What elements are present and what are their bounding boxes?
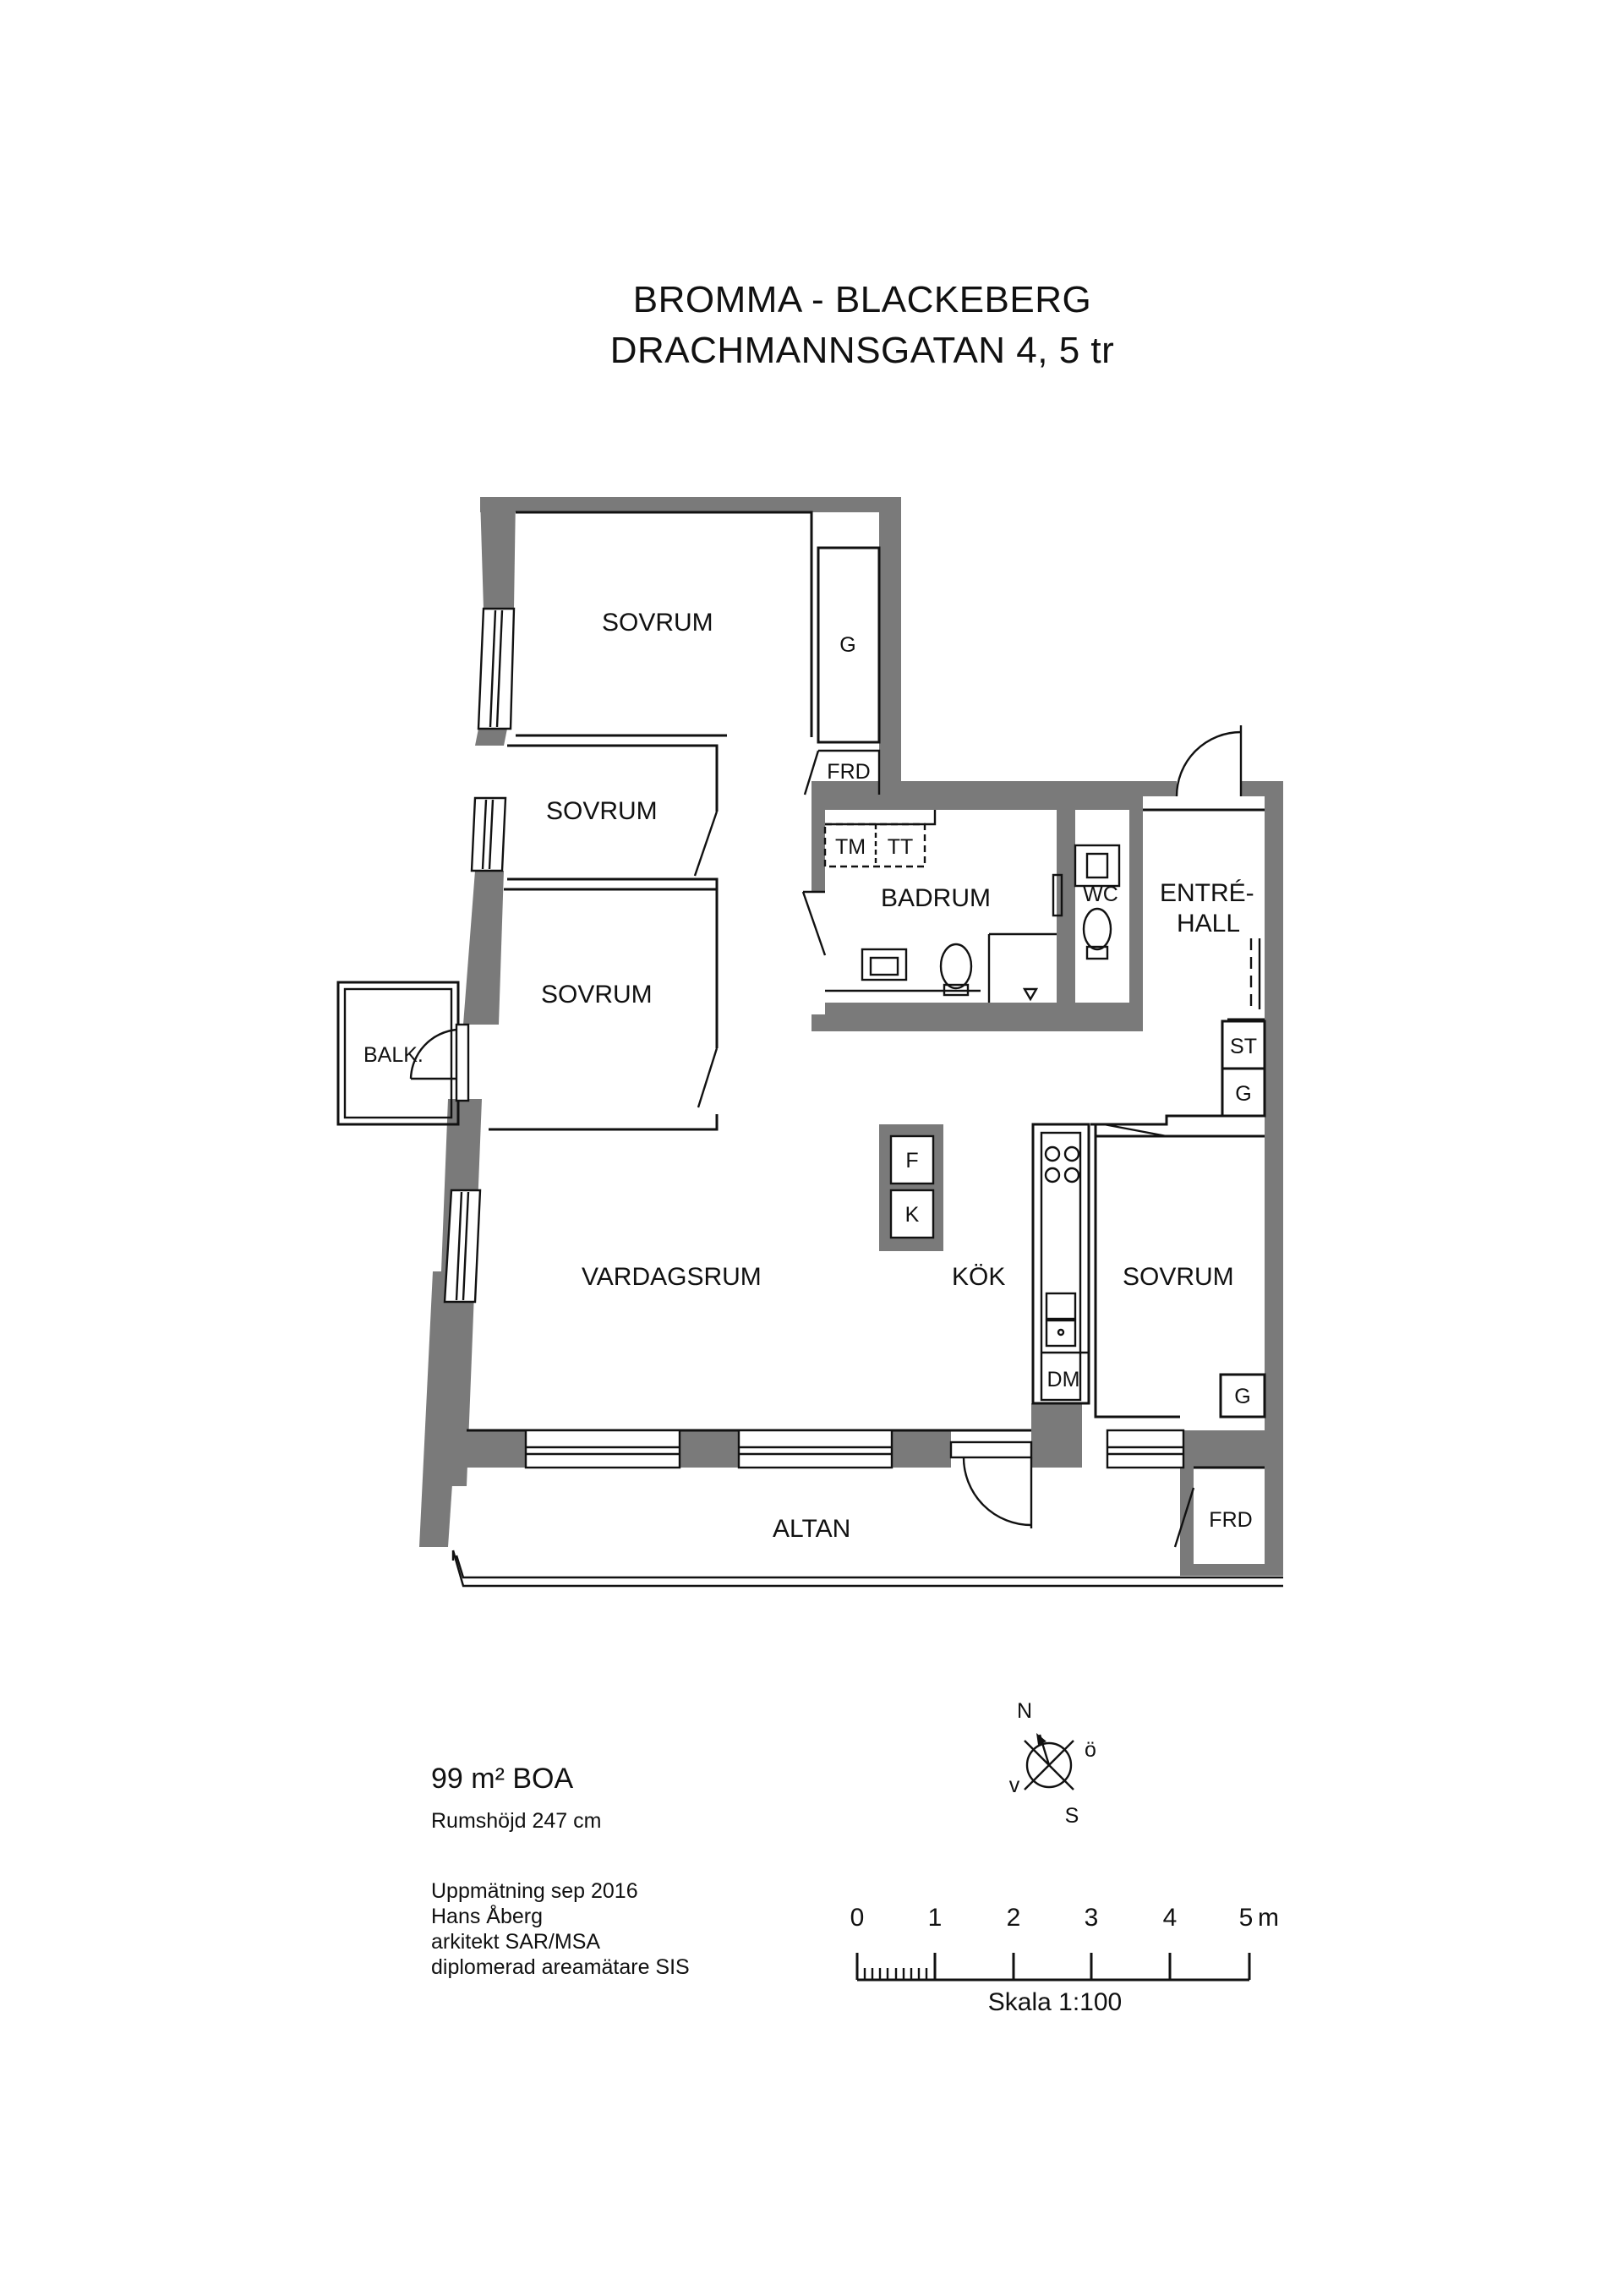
exterior-walls — [419, 497, 1283, 1576]
scale-tick-2: 2 — [1007, 1904, 1021, 1932]
label-balk: BALK. — [363, 1043, 424, 1067]
label-g-right: G — [1234, 1385, 1250, 1408]
plan-title-address: DRACHMANNSGATAN 4, 5 tr — [609, 330, 1115, 371]
label-sovrum-right: SOVRUM — [1123, 1263, 1234, 1291]
label-f: F — [905, 1149, 918, 1173]
certification: diplomerad areamätare SIS — [431, 1955, 690, 1979]
measured-date: Uppmätning sep 2016 — [431, 1879, 638, 1903]
scale-tick-1: 1 — [928, 1904, 943, 1932]
label-sovrum-top: SOVRUM — [602, 609, 713, 637]
scale-bar: 0 1 2 3 4 5 m Skala 1:100 — [850, 1904, 1279, 2016]
label-badrum: BADRUM — [881, 884, 991, 912]
scale-tick-4: 4 — [1163, 1904, 1178, 1932]
label-sovrum-2: SOVRUM — [546, 797, 658, 825]
label-frd-top: FRD — [827, 760, 870, 784]
room-height: Rumshöjd 247 cm — [431, 1809, 602, 1833]
label-g-hall: G — [1235, 1082, 1251, 1106]
label-frd-bottom: FRD — [1209, 1508, 1252, 1532]
compass-n: N — [1017, 1699, 1032, 1723]
compass-rose: N ö v S — [1009, 1699, 1096, 1828]
compass-o: ö — [1085, 1738, 1096, 1762]
scale-tick-5: 5 — [1239, 1904, 1254, 1932]
label-tt: TT — [888, 835, 914, 859]
scale-unit: m — [1258, 1904, 1279, 1932]
label-altan: ALTAN — [773, 1515, 850, 1543]
label-st: ST — [1230, 1035, 1257, 1058]
compass-v: v — [1009, 1774, 1020, 1797]
label-sovrum-3: SOVRUM — [541, 981, 653, 1009]
architect-title: arkitekt SAR/MSA — [431, 1930, 601, 1954]
label-g-top: G — [839, 633, 855, 657]
room-labels: SOVRUM G FRD SOVRUM TM TT BADRUM WC ENTR… — [363, 609, 1257, 1543]
label-vardagsrum: VARDAGSRUM — [582, 1263, 762, 1291]
scale-tick-0: 0 — [850, 1904, 865, 1932]
label-wc: WC — [1083, 883, 1118, 906]
measurement-credits: Uppmätning sep 2016 Hans Åberg arkitekt … — [431, 1878, 690, 1980]
label-tm: TM — [835, 835, 866, 859]
interior-walls — [336, 511, 1283, 1588]
scale-caption: Skala 1:100 — [988, 1988, 1122, 2016]
label-dm: DM — [1047, 1368, 1080, 1391]
compass-s: S — [1065, 1804, 1079, 1828]
label-k: K — [905, 1203, 920, 1227]
plan-title-area: BROMMA - BLACKEBERG — [632, 279, 1092, 320]
scale-subticks — [863, 1968, 928, 1980]
scale-tick-3: 3 — [1085, 1904, 1099, 1932]
architect-name: Hans Åberg — [431, 1905, 544, 1928]
label-kok: KÖK — [952, 1263, 1005, 1291]
label-entre-2: HALL — [1177, 910, 1240, 938]
area-boa: 99 m² BOA — [431, 1763, 574, 1795]
label-entre-1: ENTRÉ- — [1160, 879, 1254, 907]
